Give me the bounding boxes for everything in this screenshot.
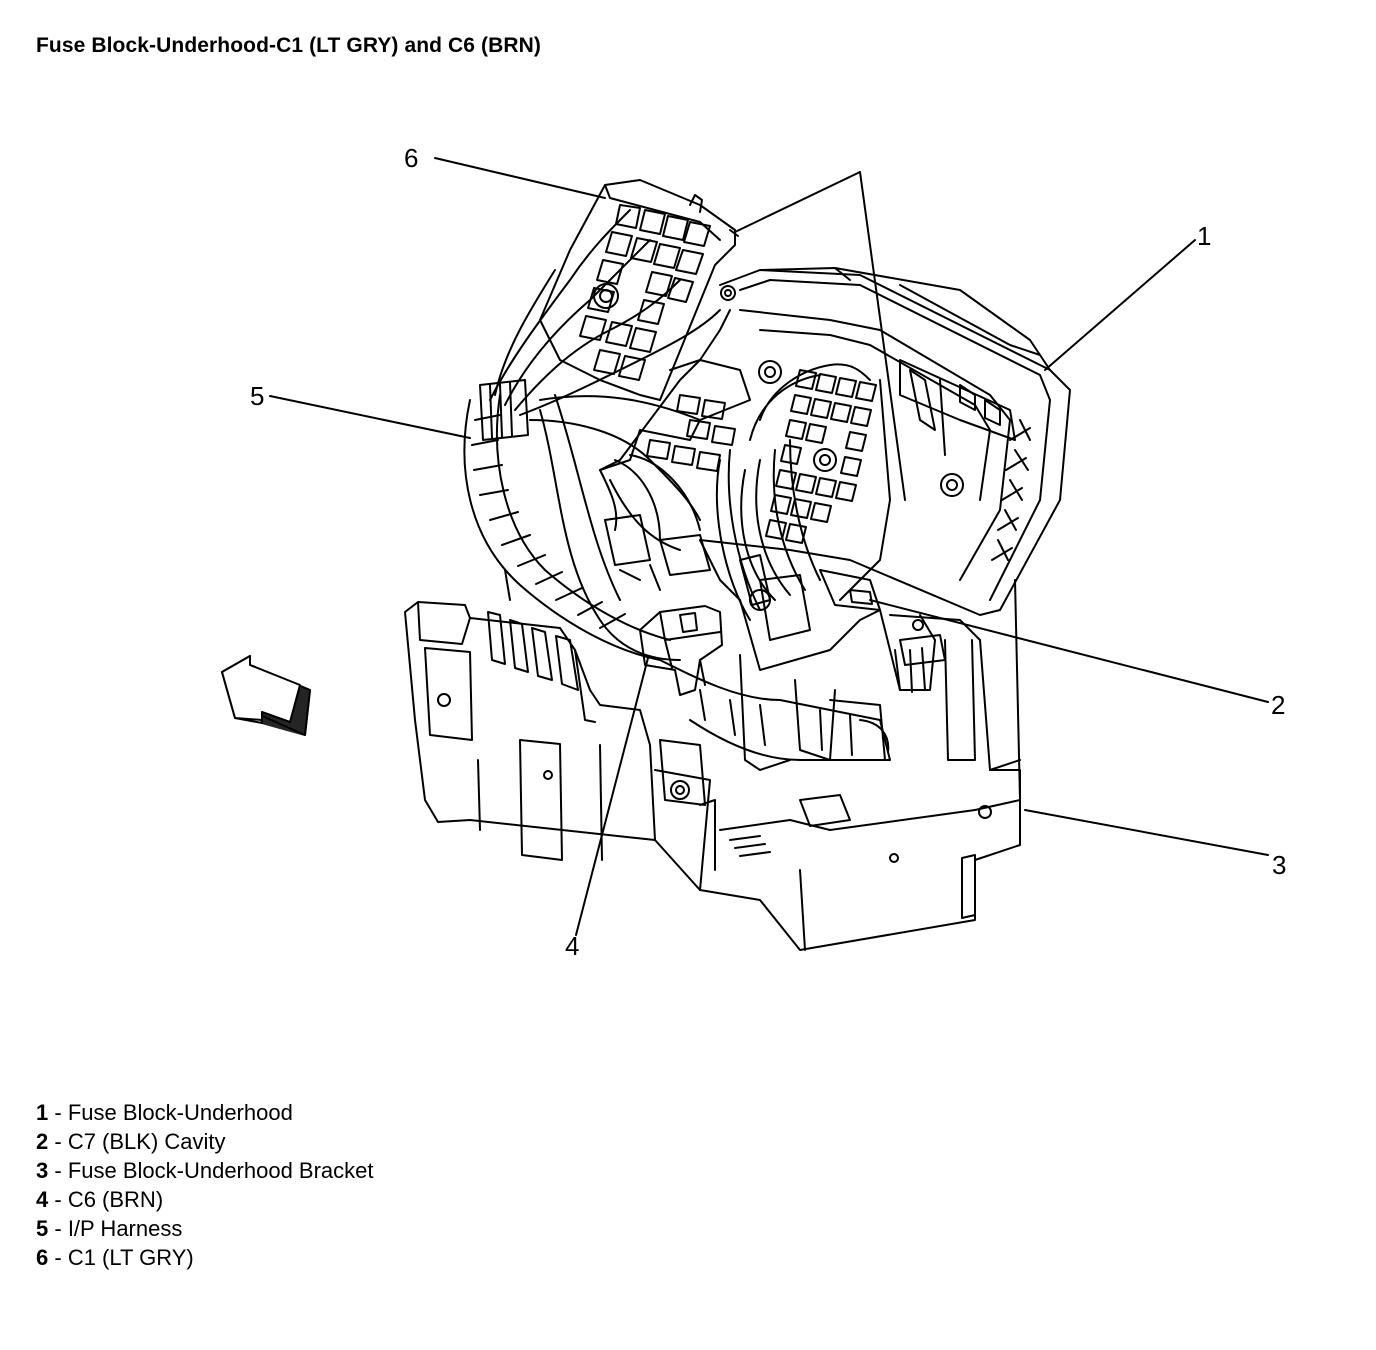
- callout-number-5: 5: [250, 381, 265, 411]
- callout-number-4: 4: [565, 931, 580, 961]
- legend-item-1: 1 - Fuse Block-Underhood: [36, 1098, 374, 1127]
- legend-label: C6 (BRN): [67, 1187, 164, 1212]
- legend-label: Fuse Block-Underhood Bracket: [67, 1158, 374, 1183]
- legend-number: 1: [36, 1100, 49, 1125]
- legend-number: 5: [36, 1216, 49, 1241]
- c6-connector: [639, 605, 723, 696]
- legend-separator: -: [48, 1100, 68, 1125]
- legend-label: C1 (LT GRY): [67, 1245, 194, 1270]
- callout-number-3: 3: [1272, 850, 1287, 880]
- legend-separator: -: [48, 1216, 68, 1241]
- legend-item-6: 6 - C1 (LT GRY): [36, 1243, 374, 1272]
- diagram-title: Fuse Block-Underhood-C1 (LT GRY) and C6 …: [36, 34, 541, 57]
- legend-label: I/P Harness: [67, 1216, 183, 1241]
- legend-separator: -: [48, 1129, 68, 1154]
- legend-number: 6: [36, 1245, 49, 1270]
- fuse-block: [599, 267, 1071, 693]
- callout-number-6: 6: [404, 143, 419, 173]
- legend-label: Fuse Block-Underhood: [67, 1100, 293, 1125]
- legend-number: 2: [36, 1129, 49, 1154]
- legend-item-3: 3 - Fuse Block-Underhood Bracket: [36, 1156, 374, 1185]
- legend-number: 4: [36, 1187, 49, 1212]
- callout-legend: 1 - Fuse Block-Underhood 2 - C7 (BLK) Ca…: [36, 1098, 374, 1272]
- callout-number-2: 2: [1271, 690, 1286, 720]
- ip-harness: [463, 209, 891, 761]
- legend-separator: -: [48, 1245, 68, 1270]
- legend-item-5: 5 - I/P Harness: [36, 1214, 374, 1243]
- legend-number: 3: [36, 1158, 49, 1183]
- leader-lines: [269, 157, 1269, 936]
- fuse-block-bracket: [404, 569, 1021, 951]
- legend-separator: -: [48, 1158, 68, 1183]
- legend-label: C7 (BLK) Cavity: [67, 1129, 226, 1154]
- legend-separator: -: [48, 1187, 68, 1212]
- legend-item-4: 4 - C6 (BRN): [36, 1185, 374, 1214]
- forward-arrow-icon: [221, 655, 311, 736]
- callout-number-1: 1: [1197, 221, 1212, 251]
- c1-connector: [539, 179, 739, 401]
- fuse-block-illustration: [221, 157, 1269, 951]
- legend-item-2: 2 - C7 (BLK) Cavity: [36, 1127, 374, 1156]
